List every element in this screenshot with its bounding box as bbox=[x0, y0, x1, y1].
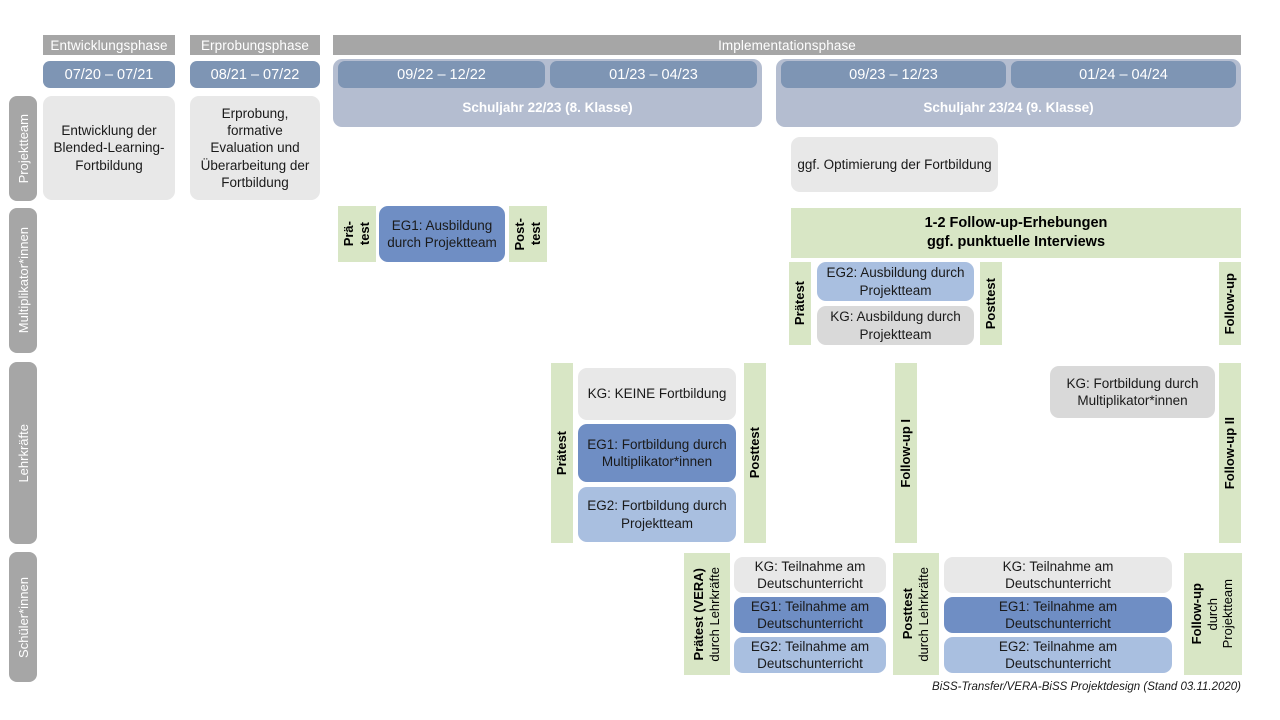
lehrkraefte-followup-1-text: Follow-up I bbox=[897, 418, 913, 488]
schueler-left-kg-teilnahme: KG: Teilnahme am Deutschunterricht bbox=[734, 557, 886, 593]
lehrkraefte-praetest-text: Prätest bbox=[553, 430, 569, 476]
multiplikatoren-eg2-ausbildung: EG2: Ausbildung durch Projektteam bbox=[817, 262, 974, 301]
period-bar-0123-0423: 01/23 – 04/23 bbox=[550, 61, 757, 88]
multiplikatoren-posttest-late: Posttest bbox=[980, 262, 1002, 345]
task-entwicklung-blended-learning: Entwicklung der Blended-Learning-Fortbil… bbox=[43, 96, 175, 200]
row-label-multiplikatorinnen: Multiplikator*innen bbox=[9, 208, 37, 353]
schueler-followup-title: Follow-up bbox=[1188, 583, 1204, 645]
lehrkraefte-followup-2-text: Follow-up II bbox=[1221, 416, 1237, 490]
row-label-lehrkraefte: Lehrkräfte bbox=[9, 362, 37, 544]
lehrkraefte-followup-2: Follow-up II bbox=[1219, 363, 1241, 543]
school-year-band-2324: 09/23 – 12/23 01/24 – 04/24 Schuljahr 23… bbox=[776, 59, 1241, 127]
school-year-text-2223: Schuljahr 22/23 (8. Klasse) bbox=[462, 99, 633, 115]
lehrkraefte-kg-keine-fortbildung: KG: KEINE Fortbildung bbox=[578, 368, 736, 420]
period-bar-0923-1223: 09/23 – 12/23 bbox=[781, 61, 1006, 88]
multiplikatoren-posttest-early-line1: Post- bbox=[511, 217, 527, 251]
schueler-praetest-vera-title: Prätest (VERA) bbox=[690, 567, 706, 661]
multiplikatoren-posttest-early: Post- test bbox=[509, 206, 547, 262]
row-label-projektteam-text: Projektteam bbox=[15, 113, 31, 184]
schueler-posttest-title: Posttest bbox=[899, 588, 915, 640]
schueler-posttest: Posttest durch Lehrkräfte bbox=[893, 553, 939, 675]
task-erprobung-evaluation: Erprobung, formative Evaluation und Über… bbox=[190, 96, 320, 200]
lehrkraefte-eg1-fortbildung: EG1: Fortbildung durch Multiplikator*inn… bbox=[578, 424, 736, 482]
multiplikatoren-kg-ausbildung: KG: Ausbildung durch Projektteam bbox=[817, 306, 974, 345]
row-label-projektteam: Projektteam bbox=[9, 96, 37, 201]
schueler-left-eg2-teilnahme: EG2: Teilnahme am Deutschunterricht bbox=[734, 637, 886, 673]
followup-banner-line2: ggf. punktuelle Interviews bbox=[926, 234, 1106, 250]
period-bar-0720-0721: 07/20 – 07/21 bbox=[43, 61, 175, 88]
schueler-posttest-sub: durch Lehrkräfte bbox=[915, 566, 931, 662]
row-label-lehrkraefte-text: Lehrkräfte bbox=[15, 423, 31, 483]
school-year-text-2324: Schuljahr 23/24 (9. Klasse) bbox=[923, 99, 1094, 115]
period-bar-0922-1222: 09/22 – 12/22 bbox=[338, 61, 545, 88]
multiplikatoren-praetest-early-line1: Prä- bbox=[340, 221, 356, 247]
schueler-praetest-vera-sub: durch Lehrkräfte bbox=[706, 566, 722, 662]
phase-header-entwicklungsphase: Entwicklungsphase bbox=[43, 35, 175, 55]
schueler-followup: Follow-up durch Projektteam bbox=[1184, 553, 1242, 675]
lehrkraefte-posttest-text: Posttest bbox=[746, 427, 762, 479]
period-bar-0124-0424: 01/24 – 04/24 bbox=[1011, 61, 1236, 88]
lehrkraefte-followup-1: Follow-up I bbox=[895, 363, 917, 543]
lehrkraefte-praetest: Prätest bbox=[551, 363, 573, 543]
row-label-schuelerinnen: Schüler*innen bbox=[9, 552, 37, 682]
period-bar-0821-0722: 08/21 – 07/22 bbox=[190, 61, 320, 88]
footer-source-note: BiSS-Transfer/VERA-BiSS Projektdesign (S… bbox=[932, 681, 1241, 693]
task-ggf-optimierung: ggf. Optimierung der Fortbildung bbox=[791, 137, 998, 192]
multiplikatoren-posttest-late-text: Posttest bbox=[982, 277, 998, 330]
schueler-followup-sub2: Projektteam bbox=[1220, 579, 1236, 649]
schueler-right-eg2-teilnahme: EG2: Teilnahme am Deutschunterricht bbox=[944, 637, 1172, 673]
school-year-band-2223: 09/22 – 12/22 01/23 – 04/23 Schuljahr 22… bbox=[333, 59, 762, 127]
multiplikatoren-eg1-ausbildung: EG1: Ausbildung durch Projektteam bbox=[379, 206, 505, 262]
schueler-praetest-vera: Prätest (VERA) durch Lehrkräfte bbox=[684, 553, 730, 675]
multiplikatoren-praetest-late: Prätest bbox=[789, 262, 811, 345]
multiplikatoren-followup-banner: 1-2 Follow-up-Erhebungen ggf. punktuelle… bbox=[791, 208, 1241, 258]
lehrkraefte-eg2-fortbildung: EG2: Fortbildung durch Projektteam bbox=[578, 487, 736, 542]
school-year-label-2324: Schuljahr 23/24 (9. Klasse) bbox=[776, 91, 1241, 123]
multiplikatoren-followup-text: Follow-up bbox=[1221, 272, 1237, 335]
multiplikatoren-praetest-early-line2: test bbox=[356, 222, 372, 246]
schueler-followup-sub1: durch bbox=[1204, 597, 1220, 631]
multiplikatoren-praetest-late-text: Prätest bbox=[791, 281, 807, 326]
multiplikatoren-followup: Follow-up bbox=[1219, 262, 1241, 345]
schueler-right-eg1-teilnahme: EG1: Teilnahme am Deutschunterricht bbox=[944, 597, 1172, 633]
row-label-multiplikatorinnen-text: Multiplikator*innen bbox=[15, 227, 31, 334]
phase-header-erprobungsphase: Erprobungsphase bbox=[190, 35, 320, 55]
school-year-label-2223: Schuljahr 22/23 (8. Klasse) bbox=[333, 91, 762, 123]
lehrkraefte-kg-fortbildung-multiplikatoren: KG: Fortbildung durch Multiplikator*inne… bbox=[1050, 366, 1215, 418]
lehrkraefte-posttest: Posttest bbox=[744, 363, 766, 543]
row-label-schuelerinnen-text: Schüler*innen bbox=[15, 576, 31, 658]
schueler-right-kg-teilnahme: KG: Teilnahme am Deutschunterricht bbox=[944, 557, 1172, 593]
followup-banner-line1: 1-2 Follow-up-Erhebungen bbox=[924, 215, 1108, 232]
schueler-left-eg1-teilnahme: EG1: Teilnahme am Deutschunterricht bbox=[734, 597, 886, 633]
multiplikatoren-praetest-early: Prä- test bbox=[338, 206, 376, 262]
phase-header-implementationsphase: Implementationsphase bbox=[333, 35, 1241, 55]
multiplikatoren-posttest-early-line2: test bbox=[527, 222, 543, 246]
